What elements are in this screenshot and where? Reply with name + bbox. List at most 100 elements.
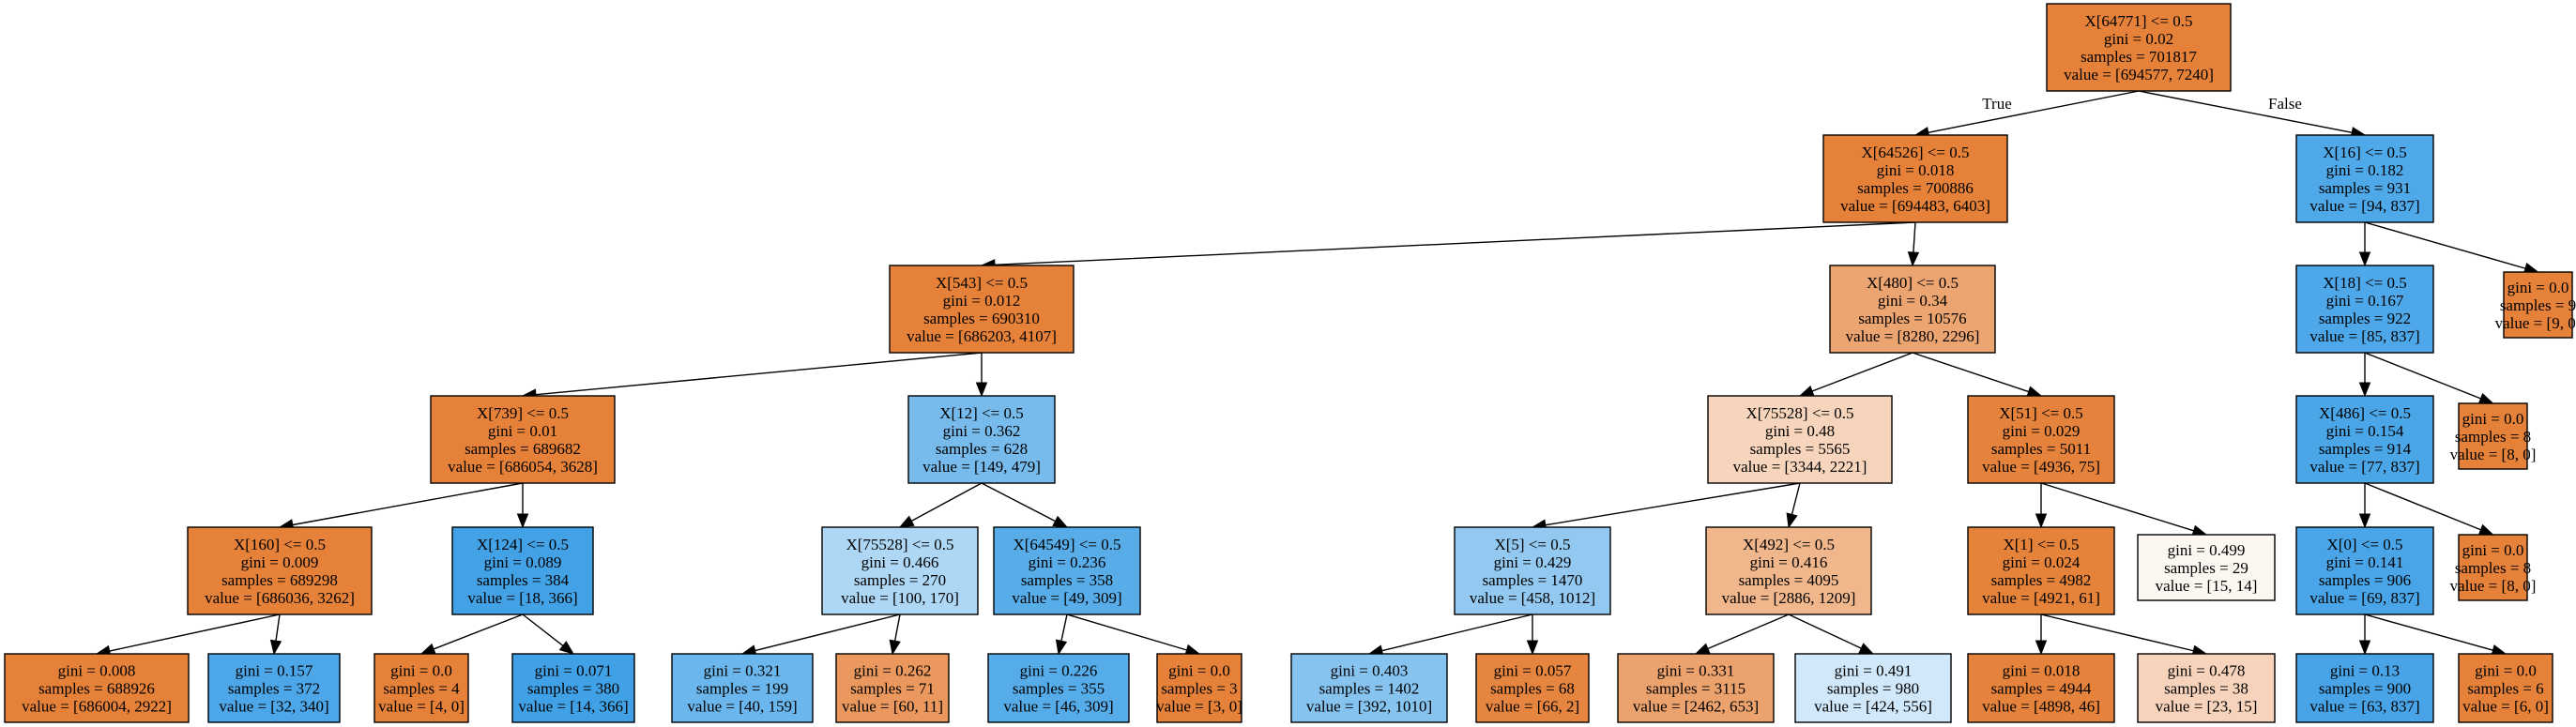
node-line: gini = 0.0 <box>2462 410 2524 428</box>
node-line: gini = 0.34 <box>1878 292 1948 310</box>
node-line: gini = 0.008 <box>58 662 136 680</box>
node-line: value = [424, 556] <box>1814 698 1932 716</box>
node-box <box>207 653 341 723</box>
tree-edge-n13-n24 <box>269 613 282 656</box>
node-line: gini = 0.416 <box>1750 553 1828 571</box>
node-line: value = [8280, 2296] <box>1846 327 1980 345</box>
tree-edge-n2-n5 <box>2358 222 2371 267</box>
node-line: value = [63, 837] <box>2309 698 2419 716</box>
tree-edge-n13-n23 <box>95 613 281 658</box>
node-line: samples = 689682 <box>465 440 581 458</box>
node-line: gini = 0.226 <box>1020 662 1098 680</box>
node-line: value = [3344, 2221] <box>1733 458 1867 476</box>
node-line: gini = 0.491 <box>1835 662 1913 680</box>
node-line: gini = 0.141 <box>2326 553 2404 571</box>
node-box <box>2295 395 2434 484</box>
node-line: X[0] <= 0.5 <box>2326 536 2402 553</box>
node-line: value = [49, 309] <box>1012 589 1121 607</box>
node-box <box>187 526 373 615</box>
tree-edge-n21-n37 <box>2358 614 2371 656</box>
node-box <box>1967 653 2115 723</box>
tree-edge-n7-n14 <box>516 483 529 529</box>
node-box <box>2295 653 2434 723</box>
tree-edge-n16-n30 <box>1066 613 1201 656</box>
node-line: gini = 0.0 <box>2507 279 2569 296</box>
node-line: gini = 0.02 <box>2104 30 2173 48</box>
node-line: gini = 0.029 <box>2003 422 2081 440</box>
tree-edge-n1-n3 <box>980 221 1916 271</box>
tree-edge-n4-n9 <box>1798 352 1913 397</box>
node-line: gini = 0.018 <box>2003 662 2081 680</box>
node-line: gini = 0.0 <box>390 662 452 680</box>
node-line: gini = 0.48 <box>1765 422 1835 440</box>
node-line: samples = 38 <box>2164 680 2248 698</box>
edge-arrowhead <box>558 641 575 655</box>
node-box <box>2137 653 2276 723</box>
edge-arrowhead <box>1526 640 1539 656</box>
edge-arrowhead <box>2358 513 2371 529</box>
tree-edge-n19-n36 <box>2040 613 2208 657</box>
node-line: value = [392, 1010] <box>1306 698 1432 716</box>
node-line: value = [4, 0] <box>378 698 465 716</box>
node-line: samples = 3115 <box>1646 680 1745 698</box>
node-line: samples = 1470 <box>1483 571 1583 589</box>
node-line: gini = 0.429 <box>1494 553 1572 571</box>
edge-line <box>1066 613 1187 651</box>
node-box <box>1967 526 2115 615</box>
node-line: samples = 980 <box>1827 680 1919 698</box>
tree-edge-n17-n32 <box>1526 614 1539 656</box>
node-line: gini = 0.018 <box>1877 161 1955 179</box>
node-line: X[75528] <= 0.5 <box>846 536 953 553</box>
node-line: X[12] <= 0.5 <box>939 404 1024 422</box>
node-line: value = [149, 479] <box>922 458 1041 476</box>
tree-edge-n19-n35 <box>2035 614 2048 656</box>
node-line: samples = 8 <box>2455 559 2531 577</box>
tree-edge-n3-n7 <box>521 352 983 401</box>
tree-edge-n9-n18 <box>1786 482 1801 529</box>
node-line: samples = 5565 <box>1750 440 1851 458</box>
node-box <box>1290 653 1448 723</box>
tree-edge-n15-n28 <box>889 613 901 656</box>
tree-edge-n4-n10 <box>1912 352 2043 398</box>
edge-line <box>1791 482 1801 515</box>
node-line: samples = 5011 <box>1991 440 2091 458</box>
node-line: X[64771] <= 0.5 <box>2084 12 2192 30</box>
node-line: samples = 71 <box>850 680 935 698</box>
node-line: value = [60, 11] <box>842 698 943 716</box>
node-line: gini = 0.157 <box>236 662 313 680</box>
edge-line <box>535 352 983 396</box>
node-line: value = [686054, 3628] <box>448 458 598 476</box>
node-line: X[543] <= 0.5 <box>936 274 1028 292</box>
edge-line <box>275 613 281 642</box>
tree-edge-n3-n8 <box>975 353 988 398</box>
tree-edges <box>95 90 2539 658</box>
node-line: samples = 358 <box>1021 571 1113 589</box>
node-box <box>2295 526 2434 615</box>
edge-line <box>2364 613 2493 651</box>
tree-edge-n8-n16 <box>981 482 1069 528</box>
tree-edge-n7-n13 <box>278 482 524 531</box>
edge-line <box>1928 90 2140 133</box>
edge-arrowhead <box>2035 640 2048 656</box>
edge-arrowhead <box>975 382 988 398</box>
node-line: samples = 355 <box>1013 680 1105 698</box>
node-box <box>889 265 1075 354</box>
tree-edge-n10-n19 <box>2035 483 2048 529</box>
node-box <box>987 653 1130 723</box>
node-line: value = [40, 159] <box>687 698 797 716</box>
tree-edge-n11-n22 <box>2364 482 2494 536</box>
